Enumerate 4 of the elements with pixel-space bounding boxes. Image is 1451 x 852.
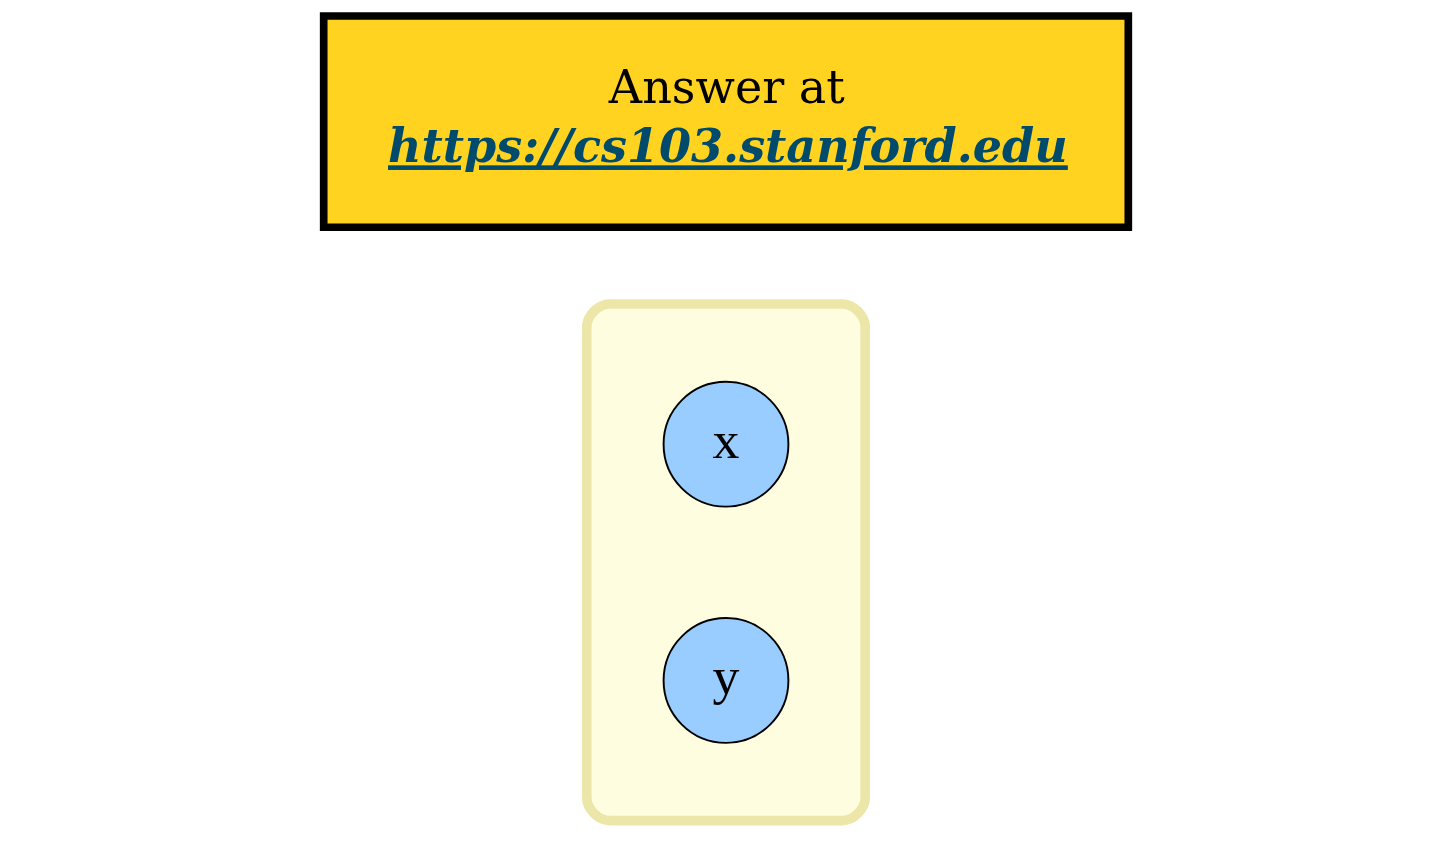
node-circle: x — [662, 380, 789, 508]
node-circle: y — [662, 617, 789, 744]
node-box: Answer at https://cs103.stanford.edu — [319, 12, 1132, 232]
cluster — [581, 299, 870, 826]
